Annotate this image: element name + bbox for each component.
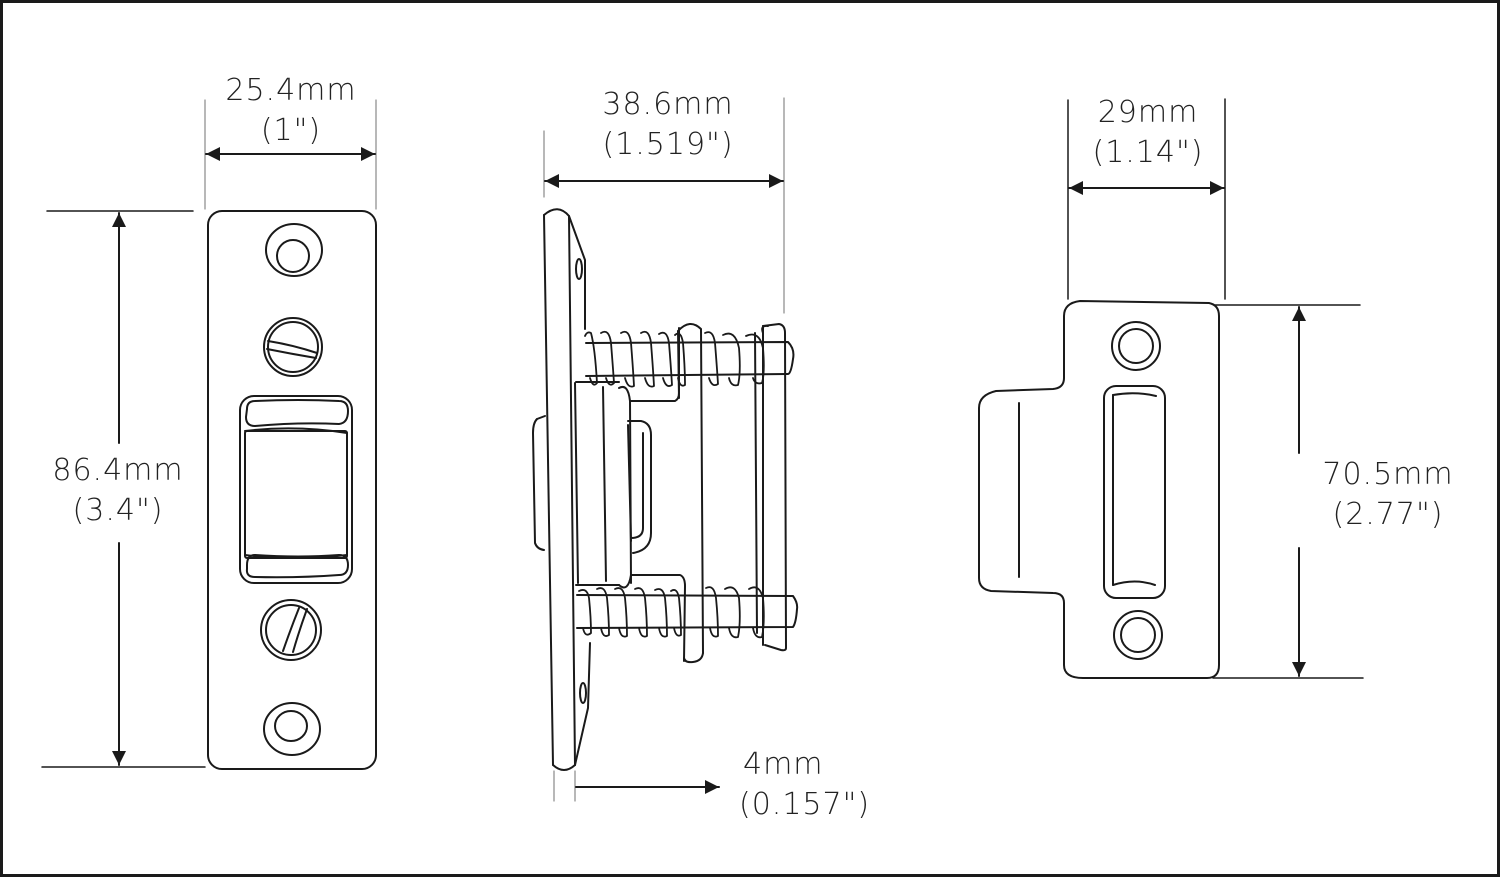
strike-plate-view (978, 98, 1364, 679)
plate-thickness-inch: (0.157") (739, 787, 871, 822)
strike-slot (1103, 385, 1166, 599)
front-view-latch-plate (41, 99, 377, 770)
front-width-label: 25.4mm (1") (211, 71, 371, 151)
side-depth-inch: (1.519") (602, 127, 734, 162)
front-height-label: 86.4mm (3.4") (33, 451, 203, 531)
front-width-inch: (1") (260, 113, 322, 148)
roller-housing (239, 395, 353, 584)
front-height-mm: 86.4mm (52, 453, 184, 488)
strike-width-mm: 29mm (1097, 95, 1199, 130)
latch-plate-outline (207, 210, 377, 770)
side-depth-mm: 38.6mm (602, 87, 734, 122)
front-height-inch: (3.4") (72, 493, 164, 528)
side-view-latch (532, 97, 799, 802)
side-depth-label: 38.6mm (1.519") (573, 85, 763, 165)
strike-width-inch: (1.14") (1092, 135, 1204, 170)
technical-drawing-svg (41, 97, 1364, 802)
strike-width-label: 29mm (1.14") (1078, 93, 1218, 173)
plate-thickness-mm: 4mm (743, 747, 824, 782)
strike-plate-outline (978, 300, 1220, 679)
strike-height-label: 70.5mm (2.77") (1303, 455, 1473, 535)
strike-height-inch: (2.77") (1332, 497, 1444, 532)
strike-height-mm: 70.5mm (1322, 457, 1454, 492)
front-width-mm: 25.4mm (225, 73, 357, 108)
plate-thickness-label: 4mm (0.157") (739, 745, 879, 825)
